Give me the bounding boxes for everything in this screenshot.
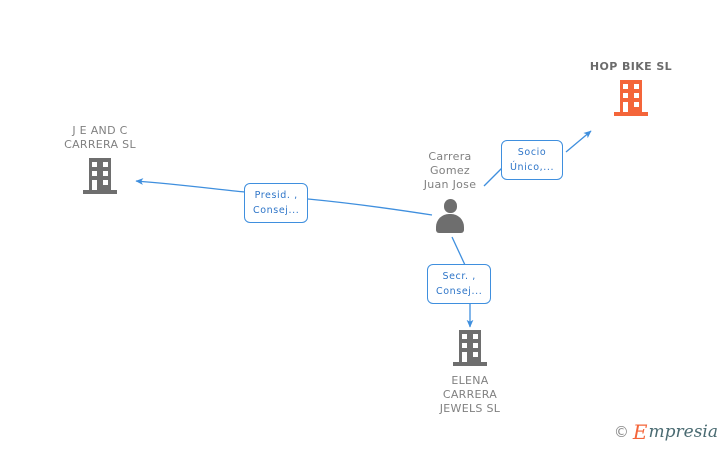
brand-initial: E: [632, 420, 648, 444]
node-carrera-gomez-juan-jose[interactable]: Carrera Gomez Juan Jose: [396, 150, 504, 233]
person-icon: [433, 197, 467, 233]
copyright-icon: ©: [613, 423, 629, 441]
node-elena-carrera-jewels-sl[interactable]: ELENA CARRERA JEWELS SL: [416, 330, 524, 416]
building-icon: [83, 158, 117, 196]
node-label-hop-bike-sl: HOP BIKE SL: [589, 60, 673, 73]
edge-label-socio-unico-line1: Socio: [517, 147, 547, 158]
building-icon: [614, 80, 648, 118]
brand-name: mpresia: [648, 422, 719, 442]
edge-label-secretario[interactable]: Secr. , Consej...: [427, 264, 492, 304]
edge-label-presidente-line1: Presid. ,: [254, 190, 298, 201]
node-je-and-c-carrera-sl[interactable]: J E AND C CARRERA SL: [46, 124, 154, 196]
edge-label-presidente-line2: Consej...: [253, 205, 300, 216]
node-label-person-line2: Gomez: [429, 164, 470, 177]
edge-label-presidente[interactable]: Presid. , Consej...: [244, 183, 309, 223]
building-icon: [453, 330, 487, 368]
node-label-je-and-c-line1: J E AND C: [72, 124, 128, 137]
node-hop-bike-sl[interactable]: HOP BIKE SL: [577, 60, 685, 118]
node-label-elena-line2: CARRERA: [442, 388, 498, 401]
edge-label-socio-unico[interactable]: Socio Único,...: [501, 140, 564, 180]
node-label-person-line1: Carrera: [428, 150, 472, 163]
edge-label-secretario-line1: Secr. ,: [442, 271, 476, 282]
node-label-elena-line1: ELENA: [451, 374, 489, 387]
empresia-watermark: © E mpresia: [614, 422, 718, 442]
node-label-person-line3: Juan Jose: [423, 178, 477, 191]
node-label-je-and-c-line2: CARRERA SL: [64, 138, 136, 151]
node-label-elena-line3: JEWELS SL: [439, 402, 501, 415]
edge-label-socio-unico-line2: Único,...: [510, 162, 555, 173]
edge-label-secretario-line2: Consej...: [436, 286, 483, 297]
